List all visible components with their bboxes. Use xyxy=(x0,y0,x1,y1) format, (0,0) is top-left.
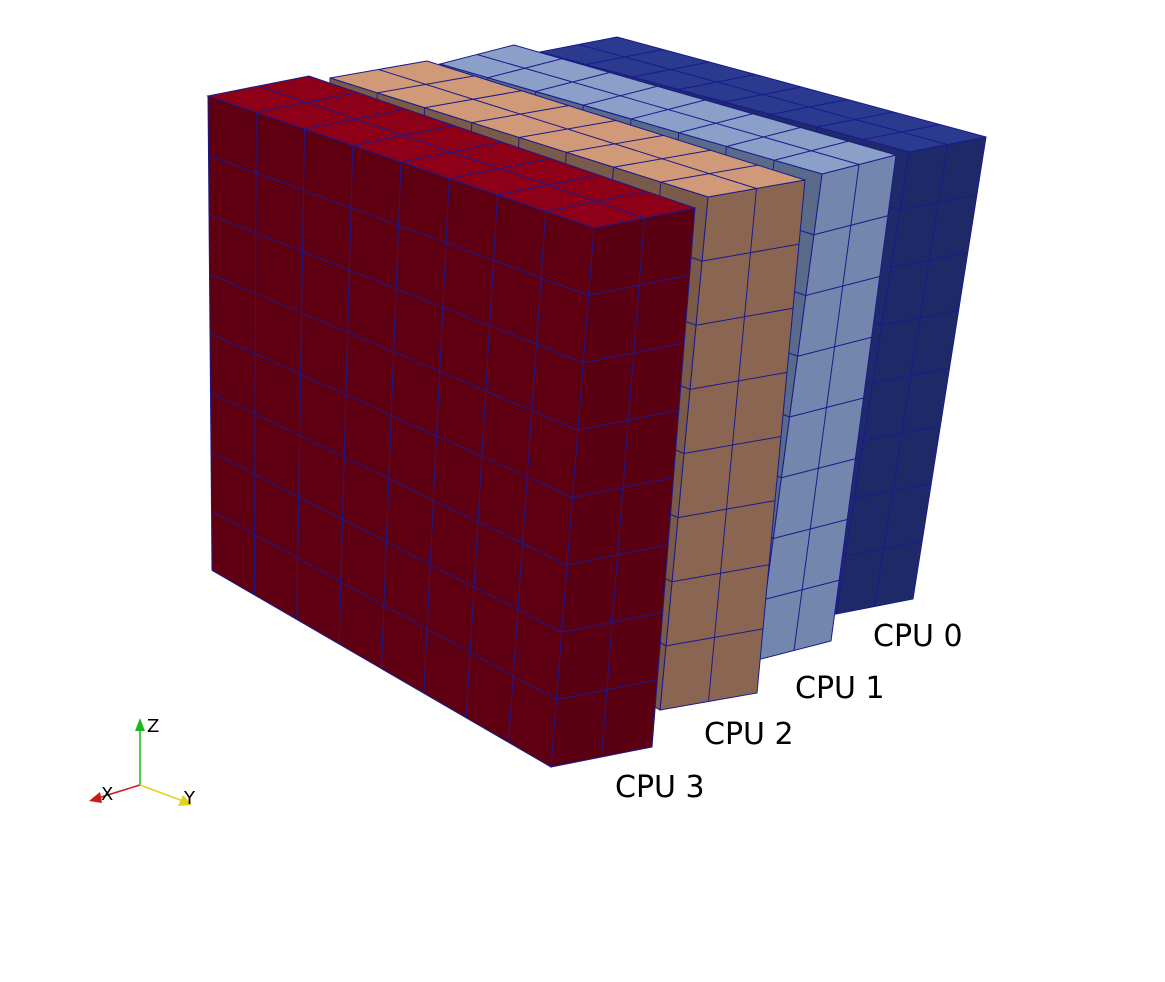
mesh-line xyxy=(665,628,764,647)
mesh-line xyxy=(424,90,522,109)
mesh-line xyxy=(208,214,584,364)
mesh-line xyxy=(872,367,950,384)
mesh-line xyxy=(352,125,454,146)
mesh-line xyxy=(816,111,894,128)
mesh-line xyxy=(701,243,800,262)
mesh-line xyxy=(677,500,776,519)
mesh-line xyxy=(304,108,406,130)
mesh-line xyxy=(724,86,802,103)
mesh-line xyxy=(471,105,569,124)
mesh-line xyxy=(660,164,758,183)
mesh-line xyxy=(588,274,690,296)
cpu-3-label: CPU 3 xyxy=(615,770,705,805)
x-axis-line xyxy=(97,784,141,799)
mesh-line xyxy=(632,61,710,78)
mesh-line xyxy=(678,113,753,134)
mesh-line xyxy=(566,134,664,153)
z-axis-label: Z xyxy=(147,716,159,737)
mesh-line xyxy=(881,309,959,326)
cpu-labels: CPU 0 CPU 1 CPU 2 CPU 3 xyxy=(615,619,963,805)
mesh-line xyxy=(586,49,664,65)
y-axis-line xyxy=(139,784,184,802)
mesh-line xyxy=(797,336,872,357)
mesh-line xyxy=(577,409,679,431)
mesh-line xyxy=(400,141,503,163)
cpu-0-label: CPU 0 xyxy=(873,619,963,654)
mesh-line xyxy=(789,397,864,418)
z-axis-arrowhead xyxy=(135,718,145,731)
mesh-line xyxy=(813,215,888,236)
mesh-line xyxy=(487,58,562,79)
y-axis-label: Y xyxy=(183,788,196,809)
mesh-line xyxy=(805,276,880,296)
mesh-line xyxy=(770,99,848,115)
mesh-line xyxy=(899,194,977,211)
mesh-line xyxy=(689,371,788,390)
mesh-line xyxy=(572,477,674,498)
mesh-line xyxy=(774,140,849,161)
mesh-line xyxy=(556,679,658,701)
partition-slabs xyxy=(206,36,987,768)
mesh-line xyxy=(630,99,706,120)
mesh-line xyxy=(765,579,840,600)
mesh-line xyxy=(890,252,968,268)
mesh-line xyxy=(726,127,801,147)
mesh-line xyxy=(561,611,663,633)
mesh-line xyxy=(583,342,685,364)
mesh-line xyxy=(545,191,647,212)
mesh-line xyxy=(209,332,573,498)
mesh-line xyxy=(210,391,568,566)
mesh-line xyxy=(211,510,557,701)
mesh-line xyxy=(845,540,923,557)
mesh-line xyxy=(377,75,475,94)
y-axis-arrowhead xyxy=(178,795,192,806)
cpu-1-label: CPU 1 xyxy=(795,671,885,706)
mesh-line xyxy=(678,74,756,90)
mesh-line xyxy=(583,85,658,106)
mesh-line xyxy=(209,273,579,431)
mesh-line xyxy=(773,519,848,539)
mesh-line xyxy=(671,564,770,583)
mesh-line xyxy=(497,174,599,196)
mesh-line xyxy=(518,120,617,138)
mesh-line xyxy=(695,307,794,326)
cpu-2-label: CPU 2 xyxy=(704,717,794,752)
mesh-line xyxy=(208,154,589,296)
mesh-line xyxy=(862,124,940,140)
x-axis-arrowhead xyxy=(89,792,102,803)
orientation-axes-triad: Z X Y xyxy=(89,716,196,809)
mesh-line xyxy=(567,544,669,566)
mesh-line xyxy=(683,436,782,454)
mesh-line xyxy=(256,92,358,113)
mesh-line xyxy=(854,483,932,499)
mesh-line xyxy=(535,72,610,92)
mesh-line xyxy=(449,158,551,179)
x-axis-label: X xyxy=(101,784,113,805)
partition-slab-3 xyxy=(206,75,697,768)
mesh-line xyxy=(613,149,711,168)
mesh-line xyxy=(781,458,856,479)
mesh-line xyxy=(863,425,941,442)
mesh-line xyxy=(210,451,562,633)
